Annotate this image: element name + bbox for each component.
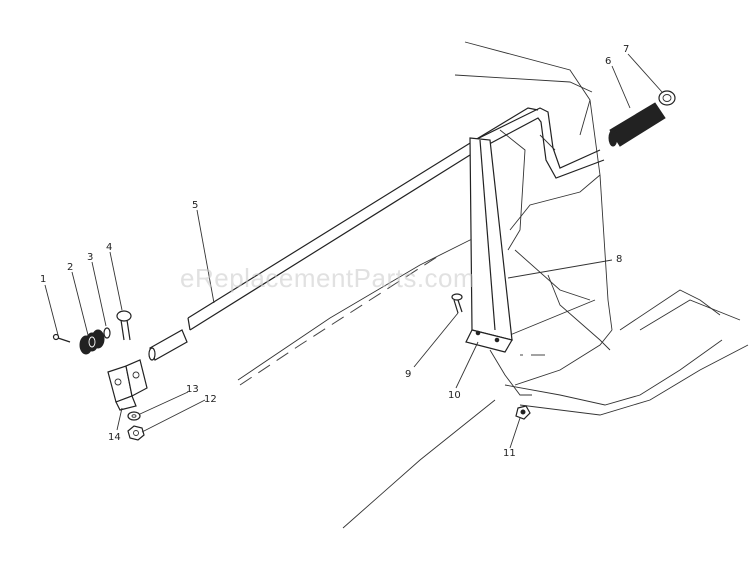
part-2-spring: [79, 329, 105, 355]
callout-1: 1: [40, 274, 46, 285]
part-13-washer: [127, 411, 141, 421]
part-14-clevis: [107, 359, 148, 411]
watermark-text: eReplacementParts.com: [180, 263, 475, 293]
callout-14: 14: [108, 432, 121, 443]
callout-11: 11: [503, 448, 516, 459]
part-5-tube-end: [148, 329, 188, 361]
part-6-grip: [608, 102, 666, 147]
callout-4: 4: [106, 242, 112, 253]
callout-2: 2: [67, 262, 73, 273]
part-7-cap: [658, 90, 676, 106]
callout-7: 7: [623, 44, 629, 55]
part-1-pin: [52, 333, 71, 343]
callout-5: 5: [192, 200, 198, 211]
callout-8: 8: [616, 254, 622, 265]
callout-13: 13: [186, 384, 199, 395]
callout-9: 9: [405, 369, 411, 380]
part-12-nut: [127, 425, 145, 441]
part-11-nut: [515, 405, 531, 420]
callout-6: 6: [605, 56, 611, 67]
part-9-bolt: [451, 293, 463, 314]
part-3-washer: [103, 327, 111, 339]
callout-10: 10: [448, 390, 461, 401]
callout-3: 3: [87, 252, 93, 263]
callout-12: 12: [204, 394, 217, 405]
part-5-rod: [187, 107, 605, 331]
callout-labels: 1 2 3 4 5 6 7 8 9 10 11 12 13 14: [40, 44, 629, 459]
leader-lines: [44, 53, 663, 449]
part-8-bracket: [465, 137, 513, 353]
part-4-carriage-bolt: [116, 310, 132, 341]
